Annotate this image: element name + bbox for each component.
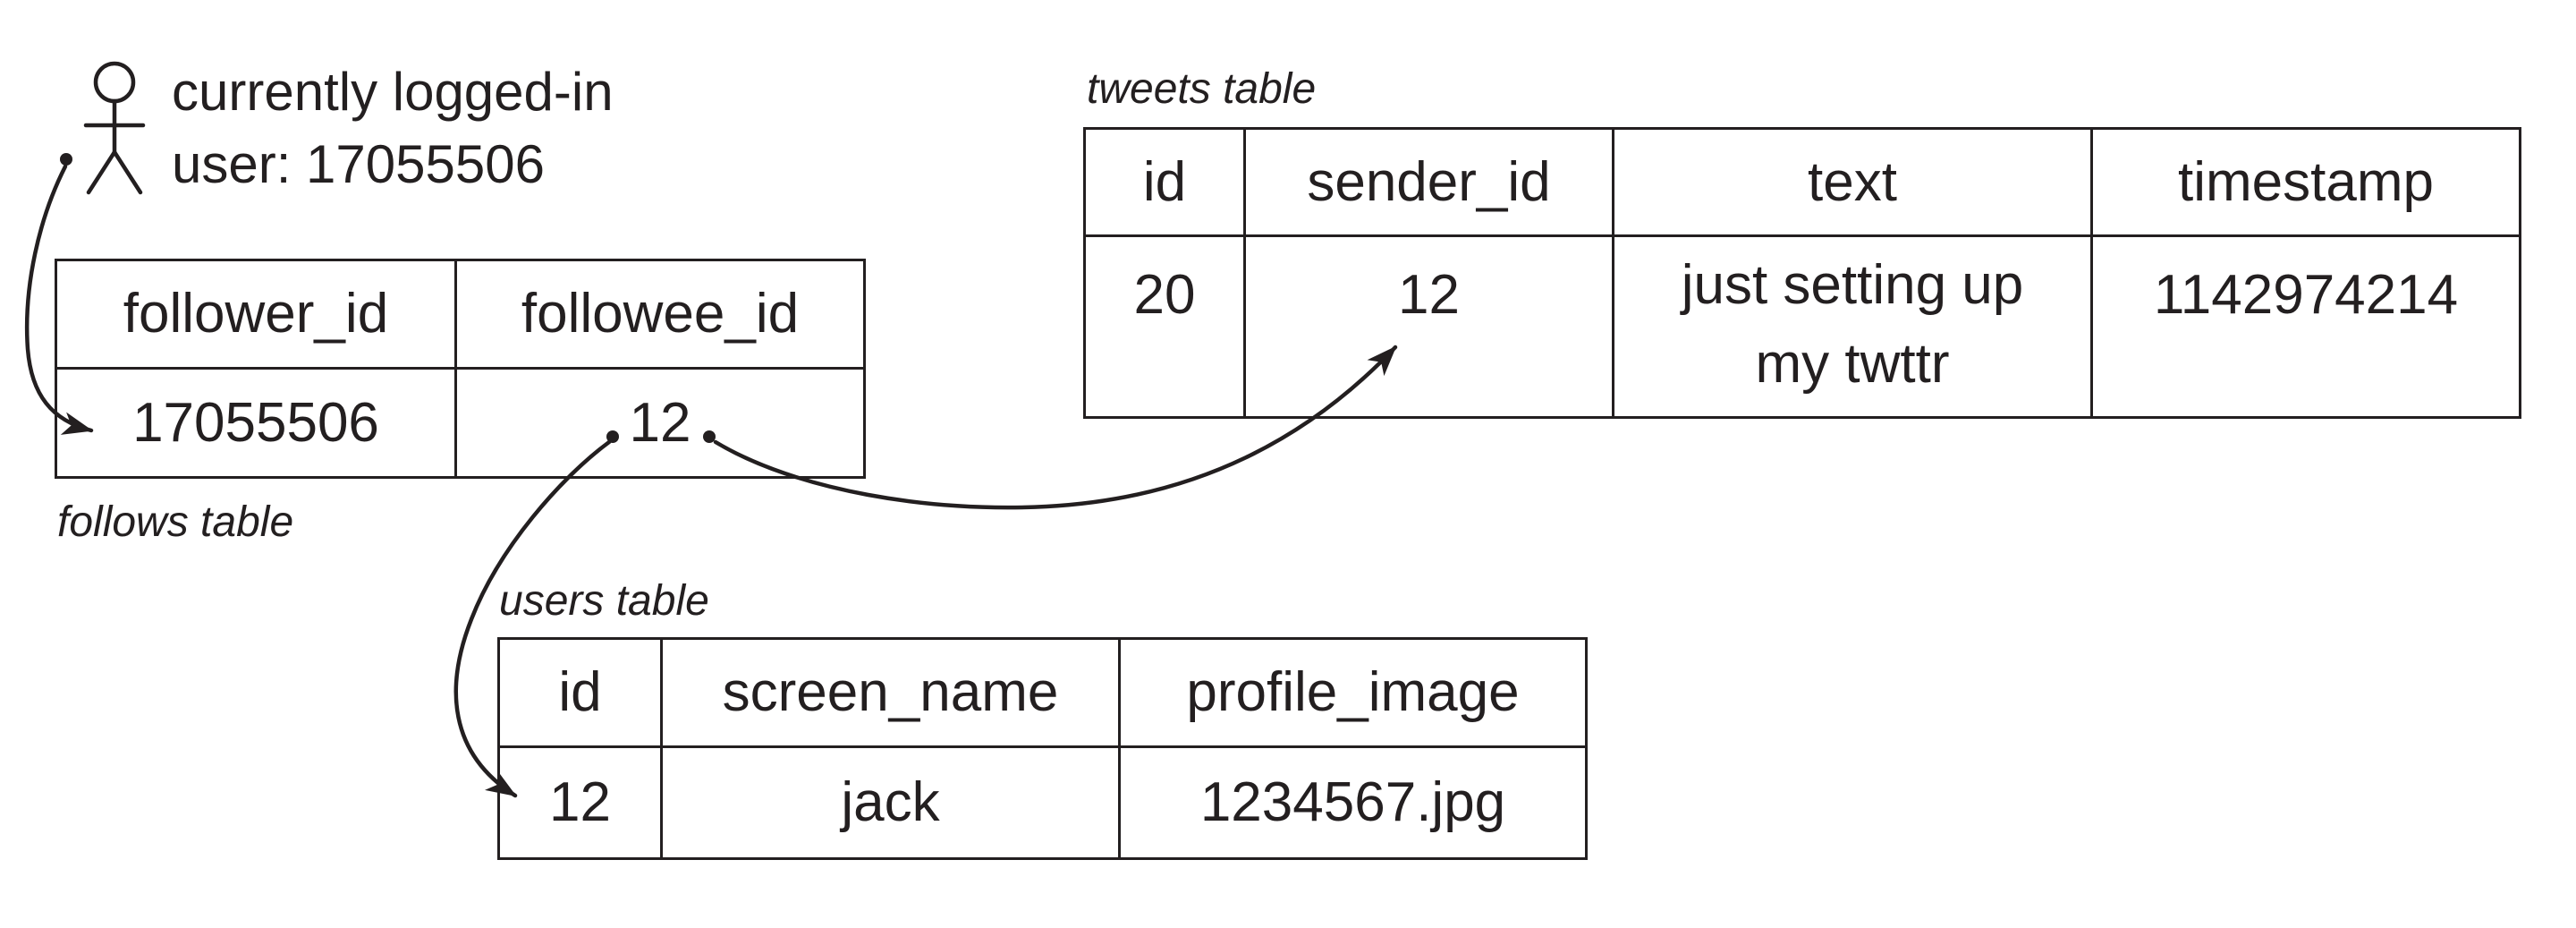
person-icon — [83, 61, 146, 195]
tweets-header-id: id — [1086, 130, 1246, 237]
tweets-header-text: text — [1614, 130, 2093, 237]
tweets-header-timestamp: timestamp — [2093, 130, 2519, 237]
follows-table-label: follows table — [57, 498, 294, 546]
tweets-table-label: tweets table — [1087, 65, 1317, 113]
tweets-cell-id: 20 — [1086, 237, 1246, 416]
follows-table: follower_id followee_id 17055506 12 — [55, 259, 866, 479]
users-table-label: users table — [499, 577, 709, 625]
tweets-cell-sender-id: 12 — [1246, 237, 1614, 416]
users-table: id screen_name profile_image 12 jack 123… — [497, 637, 1588, 860]
connector-dot-actor — [60, 153, 72, 166]
follows-header-followee-id: followee_id — [457, 261, 863, 370]
follows-cell-followee-id: 12 — [629, 391, 691, 454]
follows-header-follower-id: follower_id — [57, 261, 457, 370]
logged-in-user-caption: currently logged-in user: 17055506 — [172, 62, 614, 194]
users-header-profile-image: profile_image — [1121, 640, 1585, 748]
tweets-header-sender-id: sender_id — [1246, 130, 1614, 237]
tweets-cell-timestamp: 1142974214 — [2153, 264, 2459, 326]
users-header-screen-name: screen_name — [663, 640, 1121, 748]
users-cell-screen-name: jack — [663, 748, 1121, 857]
tweets-table: id sender_id text timestamp 20 12 just s… — [1083, 127, 2521, 419]
users-cell-id: 12 — [500, 748, 663, 857]
users-cell-profile-image: 1234567.jpg — [1199, 771, 1506, 833]
follows-cell-follower-id: 17055506 — [57, 370, 457, 476]
tweets-cell-text: just setting up my twttr — [1614, 237, 2093, 416]
users-header-id: id — [500, 640, 663, 748]
